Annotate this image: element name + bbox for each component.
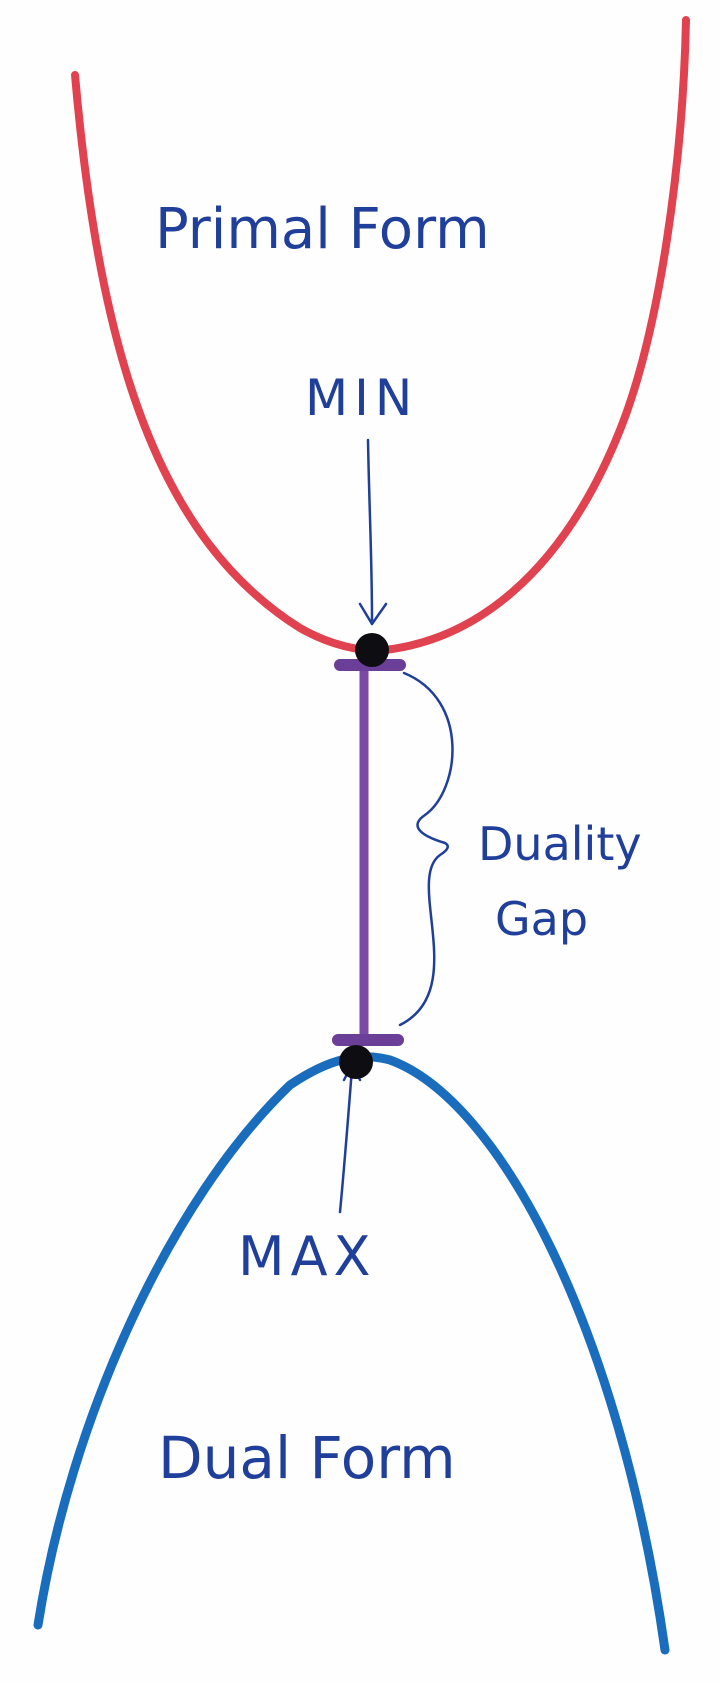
max-label: MAX <box>238 1225 377 1288</box>
primal-min-point <box>355 633 389 667</box>
dual-form-label: Dual Form <box>158 1424 456 1492</box>
min-label: MIN <box>305 369 418 427</box>
max-arrow <box>338 1062 362 1214</box>
primal-form-label: Primal Form <box>155 197 490 262</box>
duality-gap-bar <box>332 659 406 1046</box>
primal-curve <box>71 16 690 655</box>
duality-label: Duality <box>478 817 642 871</box>
dual-curve <box>33 1052 670 1655</box>
gap-brace <box>398 671 454 1027</box>
gap-label: Gap <box>495 892 588 946</box>
dual-max-point <box>339 1045 373 1079</box>
min-arrow <box>358 438 388 626</box>
